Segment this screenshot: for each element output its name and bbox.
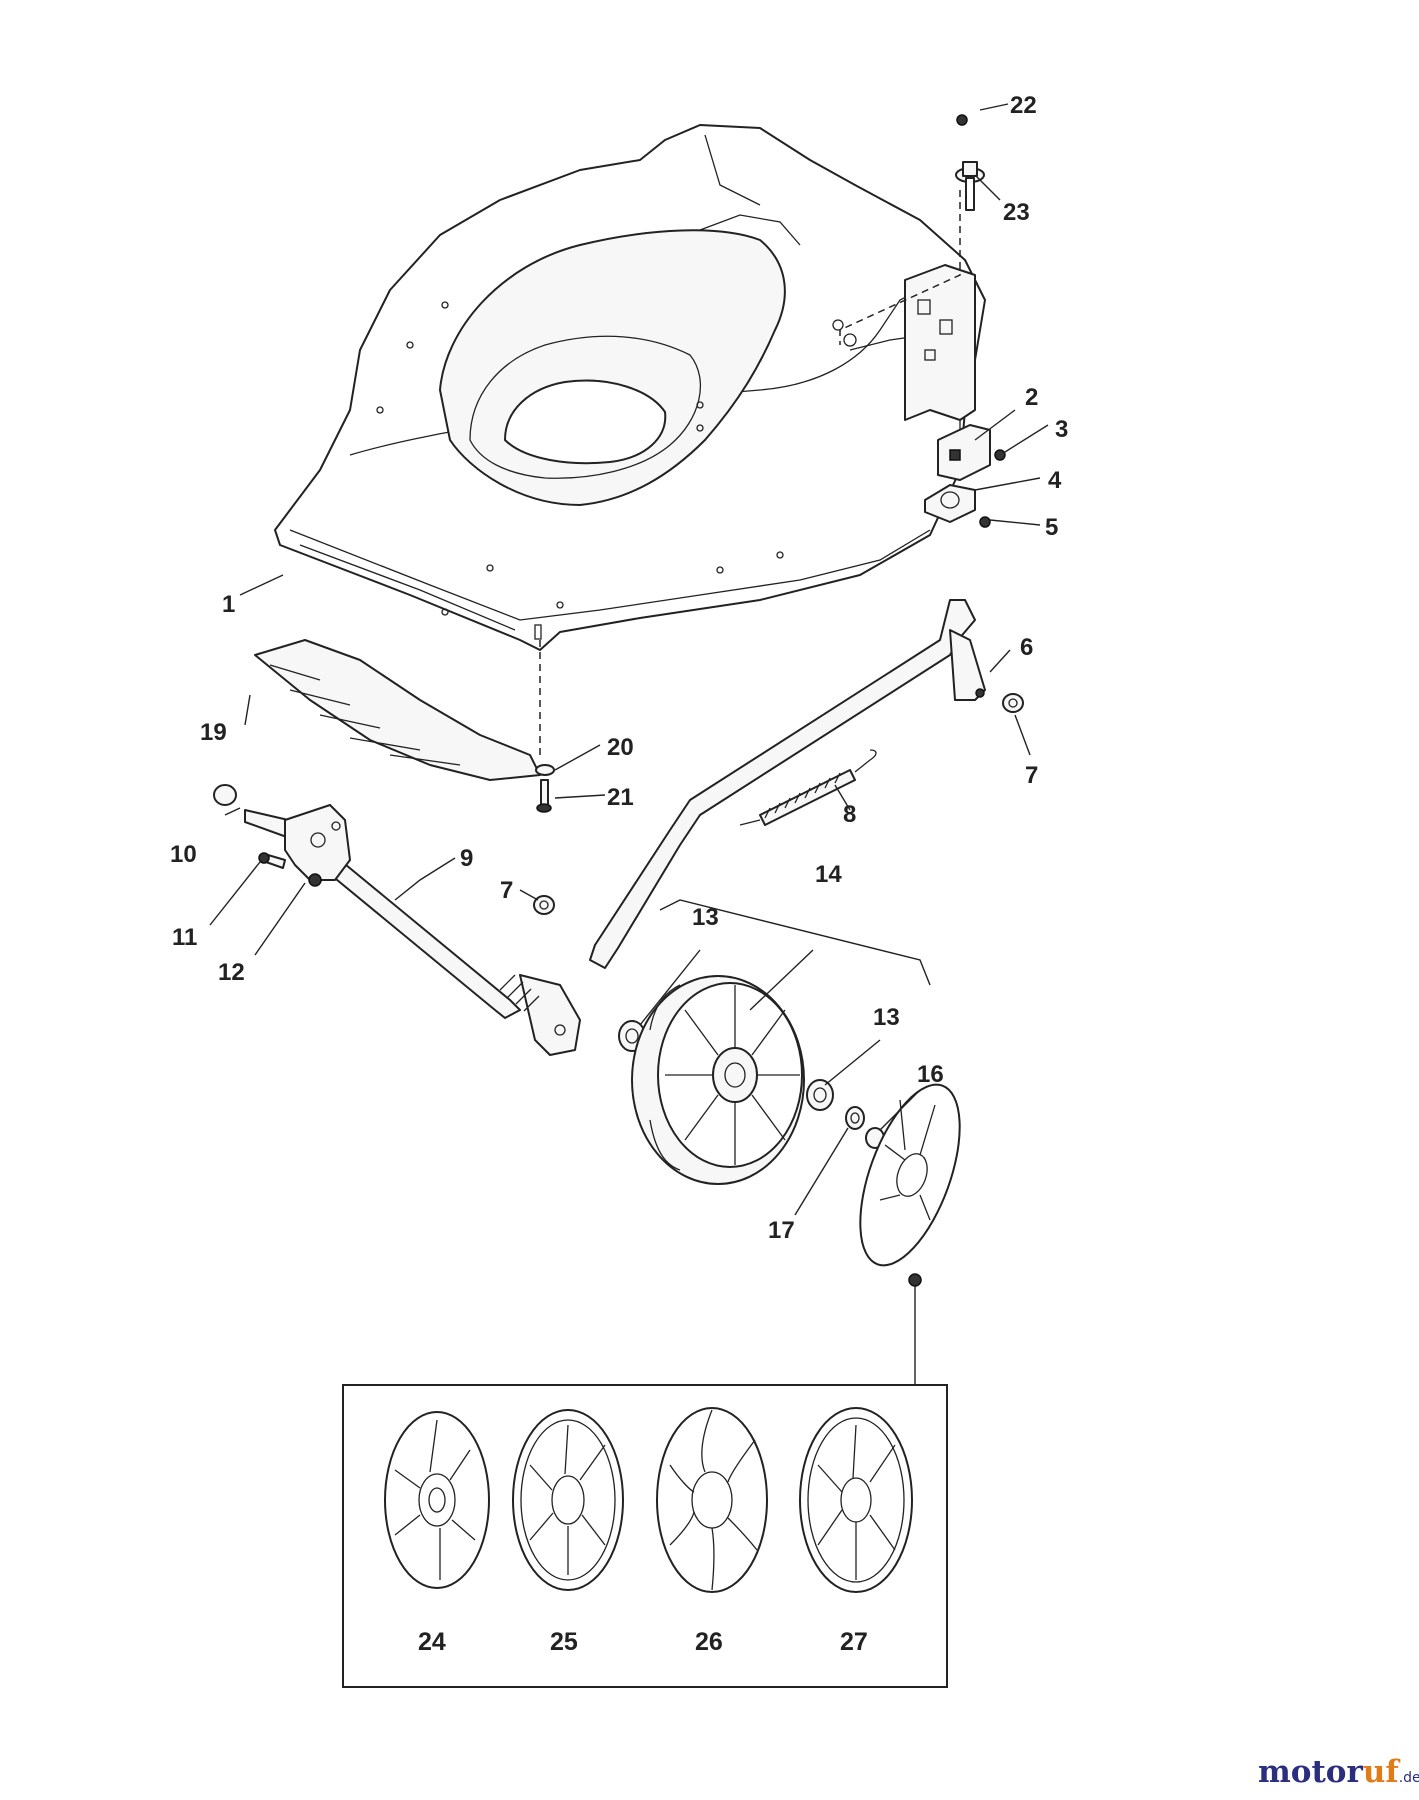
hubcap-24 <box>384 1411 490 1589</box>
axle-9 <box>244 804 581 1056</box>
variant-label-25: 25 <box>550 1628 578 1656</box>
callout-13-right: 13 <box>873 1004 900 1031</box>
callout-5: 5 <box>1045 514 1058 541</box>
rear-flap-19 <box>254 639 541 781</box>
callout-3: 3 <box>1055 416 1068 443</box>
callout-13-left: 13 <box>692 904 719 931</box>
callout-22: 22 <box>1010 92 1037 119</box>
callout-14: 14 <box>815 861 842 888</box>
callout-11: 11 <box>172 924 197 951</box>
hubcap-assembly <box>859 1083 961 1287</box>
hubcap-variants-box <box>342 1384 948 1688</box>
variant-label-26: 26 <box>695 1628 723 1656</box>
screw-3 <box>994 449 1006 461</box>
callout-1: 1 <box>222 591 235 618</box>
callout-20: 20 <box>607 734 634 761</box>
wheel-14 <box>631 975 805 1185</box>
callout-7-right: 7 <box>1025 762 1038 789</box>
hubcap-26 <box>656 1407 768 1593</box>
callout-6: 6 <box>1020 634 1033 661</box>
spring-8 <box>739 749 877 826</box>
callout-21: 21 <box>607 784 634 811</box>
variant-labels: 24 25 26 27 <box>418 1628 868 1656</box>
leader-lines <box>209 103 1049 1216</box>
washer-17 <box>845 1106 865 1130</box>
motoruf-watermark: motoruf.de <box>1258 1754 1419 1790</box>
callout-19: 19 <box>200 719 227 746</box>
mower-deck <box>274 124 986 651</box>
nut-7-left <box>533 895 555 915</box>
hubcap-27 <box>799 1407 913 1593</box>
variant-label-24: 24 <box>418 1628 446 1656</box>
callout-7-left: 7 <box>500 877 513 904</box>
callout-17: 17 <box>768 1217 795 1244</box>
callout-12: 12 <box>218 959 245 986</box>
height-lever-6 <box>589 599 986 969</box>
nut-12 <box>308 873 322 887</box>
callout-10: 10 <box>170 841 197 868</box>
callout-numbers: 1 2 3 4 5 6 7 8 9 10 11 12 7 13 14 13 16… <box>170 92 1068 1244</box>
cap-10 <box>213 784 237 806</box>
nut-7-right <box>1002 693 1024 713</box>
screw-21 <box>536 779 552 813</box>
screw-11 <box>258 852 286 869</box>
variant-label-27: 27 <box>840 1628 868 1656</box>
callout-23: 23 <box>1003 199 1030 226</box>
assembly-lines <box>539 190 961 760</box>
watermark-text: motoruf.de <box>1258 1754 1419 1790</box>
bracket-line-14 <box>659 899 931 986</box>
callout-16: 16 <box>917 1061 944 1088</box>
screw-5 <box>979 516 991 528</box>
callout-9: 9 <box>460 845 473 872</box>
washer-20 <box>535 764 555 776</box>
callout-2: 2 <box>1025 384 1038 411</box>
hubcap-25 <box>512 1409 624 1591</box>
pin-23 <box>955 161 985 211</box>
screw-22 <box>956 114 968 126</box>
bearing-13-right <box>806 1079 834 1111</box>
deck-holes <box>376 301 857 616</box>
clamp-4 <box>924 484 976 523</box>
callout-4: 4 <box>1048 467 1062 494</box>
callout-8: 8 <box>843 801 856 828</box>
